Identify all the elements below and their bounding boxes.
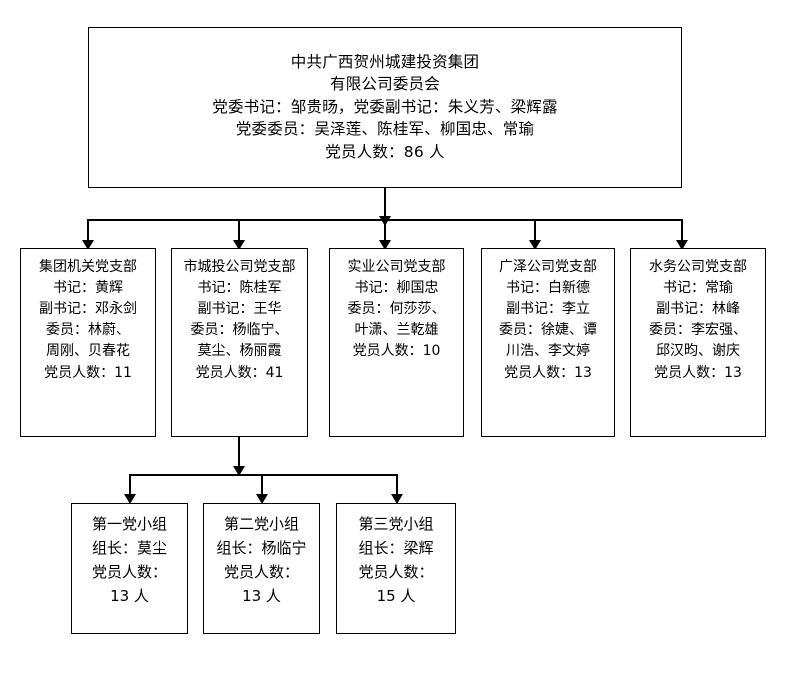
branch-2-line-4: 叶潇、兰乾雄 [354, 322, 439, 339]
group-0-line-4: 13 人 [110, 586, 149, 605]
root-line-1: 中共广西贺州城建投资集团 [290, 52, 480, 71]
branch-1-line-6: 党员人数：41 [195, 364, 284, 381]
node-branch-group-agency[interactable]: 集团机关党支部 书记：黄辉 副书记：邓永剑 委员：林蔚、 周刚、贝春花 党员人数… [20, 248, 156, 437]
connector-branch-0-drop [87, 219, 89, 244]
arrow-group-0-icon [124, 494, 136, 504]
group-0-line-1: 第一党小组 [91, 514, 167, 533]
group-2-line-4: 15 人 [376, 586, 416, 605]
connector-branch-2-drop [384, 219, 386, 244]
arrow-group-2-icon [391, 494, 403, 504]
branch-2-line-1: 实业公司党支部 [347, 258, 446, 275]
branch-1-line-1: 市城投公司党支部 [183, 258, 296, 275]
arrow-branch-0-icon [82, 240, 94, 250]
branch-0-line-6: 党员人数：11 [44, 364, 132, 381]
branch-1-line-5: 莫尘、杨丽霞 [197, 343, 282, 360]
group-1-line-4: 13 人 [242, 586, 281, 605]
branch-4-line-4: 委员：李宏强、 [649, 322, 747, 339]
arrow-branch-4-icon [676, 240, 688, 250]
node-party-committee-root[interactable]: 中共广西贺州城建投资集团 有限公司委员会 党委书记：邹贵旸，党委副书记：朱义芳、… [88, 27, 682, 188]
branch-4-line-1: 水务公司党支部 [649, 258, 747, 275]
connector-branch1-stem [238, 437, 240, 470]
node-branch-water-affairs[interactable]: 水务公司党支部 书记：常瑜 副书记：林峰 委员：李宏强、 邱汉昀、谢庆 党员人数… [630, 248, 766, 437]
group-0-line-3: 党员人数： [91, 562, 167, 581]
root-line-5: 党员人数：86 人 [325, 142, 445, 161]
branch-4-line-2: 书记：常瑜 [663, 279, 733, 296]
branch-3-line-1: 广泽公司党支部 [499, 258, 597, 275]
node-branch-industry[interactable]: 实业公司党支部 书记：柳国忠 委员：何莎莎、 叶潇、兰乾雄 党员人数：10 [329, 248, 464, 437]
node-group-second[interactable]: 第二党小组 组长：杨临宁 党员人数： 13 人 [203, 503, 320, 634]
branch-1-line-3: 副书记：王华 [197, 300, 282, 317]
branch-0-line-4: 委员：林蔚、 [46, 322, 130, 339]
arrow-branch-1-icon [233, 240, 245, 250]
branch-3-line-5: 川浩、李文婷 [506, 343, 590, 360]
branch-3-line-3: 副书记：李立 [506, 300, 590, 317]
arrow-branch1-stem-icon [233, 466, 245, 476]
node-branch-guangze[interactable]: 广泽公司党支部 书记：白新德 副书记：李立 委员：徐婕、谭 川浩、李文婷 党员人… [481, 248, 615, 437]
arrow-group-1-icon [256, 494, 268, 504]
group-0-line-2: 组长：莫尘 [91, 538, 167, 557]
connector-branch-4-drop [681, 219, 683, 244]
root-line-2: 有限公司委员会 [330, 75, 440, 94]
connector-group-2-drop [396, 474, 398, 498]
branch-1-line-4: 委员：杨临宁、 [190, 322, 289, 339]
group-1-line-1: 第二党小组 [223, 514, 299, 533]
branch-2-line-3: 委员：何莎莎、 [347, 300, 446, 317]
group-1-line-3: 党员人数： [223, 562, 299, 581]
connector-branch-3-drop [534, 219, 536, 244]
branch-2-line-2: 书记：柳国忠 [354, 279, 439, 296]
branch-0-line-3: 副书记：邓永剑 [39, 300, 137, 317]
branch-0-line-1: 集团机关党支部 [39, 258, 137, 275]
branch-4-line-5: 邱汉昀、谢庆 [656, 343, 740, 360]
group-2-line-1: 第三党小组 [358, 514, 434, 533]
branch-3-line-2: 书记：白新德 [506, 279, 590, 296]
connector-root-stem [384, 188, 386, 220]
connector-level2-bus [129, 474, 397, 476]
branch-0-line-2: 书记：黄辉 [53, 279, 123, 296]
group-2-line-3: 党员人数： [358, 562, 434, 581]
branch-2-line-5: 党员人数：10 [352, 343, 441, 360]
branch-3-line-4: 委员：徐婕、谭 [499, 322, 597, 339]
branch-0-line-5: 周刚、贝春花 [46, 343, 130, 360]
connector-group-1-drop [261, 474, 263, 498]
branch-4-line-6: 党员人数：13 [654, 364, 742, 381]
branch-4-line-3: 副书记：林峰 [656, 300, 740, 317]
node-group-third[interactable]: 第三党小组 组长：梁辉 党员人数： 15 人 [336, 503, 456, 634]
arrow-branch-3-icon [529, 240, 541, 250]
branch-1-line-2: 书记：陈桂军 [197, 279, 282, 296]
connector-branch-1-drop [238, 219, 240, 244]
root-line-3: 党委书记：邹贵旸，党委副书记：朱义芳、梁辉露 [212, 97, 558, 116]
group-1-line-2: 组长：杨临宁 [216, 538, 307, 557]
root-line-4: 党委委员：吴泽莲、陈桂军、柳国忠、常瑜 [235, 120, 535, 139]
arrow-branch-2-icon [379, 240, 391, 250]
node-branch-city-investment[interactable]: 市城投公司党支部 书记：陈桂军 副书记：王华 委员：杨临宁、 莫尘、杨丽霞 党员… [171, 248, 308, 437]
branch-3-line-6: 党员人数：13 [504, 364, 592, 381]
connector-group-0-drop [129, 474, 131, 498]
group-2-line-2: 组长：梁辉 [358, 538, 434, 557]
node-group-first[interactable]: 第一党小组 组长：莫尘 党员人数： 13 人 [71, 503, 188, 634]
